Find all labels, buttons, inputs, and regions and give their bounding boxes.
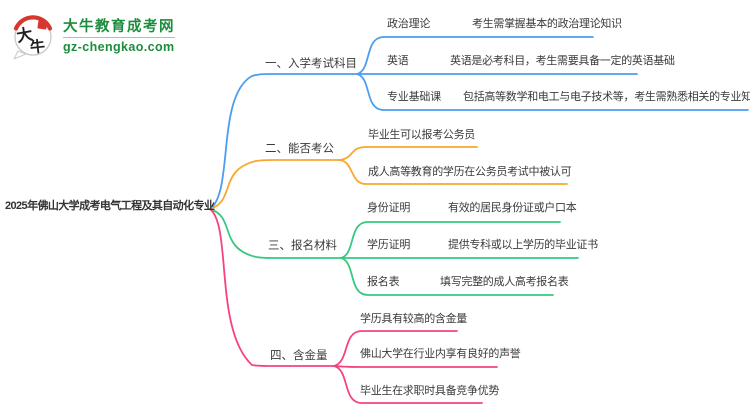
branch-2-child-2-desc: 成人高等教育的学历在公务员考试中被认可 (368, 166, 572, 178)
logo-bubble-tail (13, 50, 28, 59)
site-logo[interactable]: 大 牛 大牛教育成考网 gz-chengkao.com (10, 12, 175, 59)
branch-4-line-child-3 (333, 365, 483, 404)
logo-char-2: 牛 (29, 37, 46, 56)
branch-4-child-3-desc: 毕业生在求职时具备竞争优势 (360, 385, 500, 397)
branch-3-child-1-label: 身份证明 (367, 202, 411, 214)
branch-4-child-1-desc: 学历具有较高的含金量 (360, 313, 467, 325)
branch-4-line-child-2 (333, 365, 498, 368)
branch-2-line-main (209, 159, 341, 210)
branch-1-child-2-label: 英语 (387, 55, 409, 67)
branch-2-line-child-2 (339, 159, 568, 185)
branch-3-child-2-desc: 提供专科或以上学历的毕业证书 (448, 239, 598, 251)
branch-1-line-main (209, 73, 358, 210)
branch-4-child-2-desc: 佛山大学在行业内享有良好的声誉 (360, 348, 521, 360)
root-topic: 2025年佛山大学成考电气工程及其自动化专业 (5, 200, 215, 212)
branch-1-child-1-desc: 考生需掌握基本的政治理论知识 (472, 18, 622, 30)
branch-1-child-3-desc: 包括高等数学和电工与电子技术等，考生需熟悉相关的专业知识 (463, 91, 750, 103)
branch-2-child-1-desc: 毕业生可以报考公务员 (368, 129, 475, 141)
logo-red-arc (13, 15, 53, 31)
logo-char-1: 大 (15, 24, 34, 45)
branch-1-label: 一、入学考试科目 (265, 58, 357, 70)
branch-1-line-child-3 (356, 73, 749, 111)
logo-seal (37, 19, 48, 30)
branch-3-label: 三、报名材料 (268, 240, 337, 252)
branch-3-child-1-desc: 有效的居民身份证或户口本 (448, 202, 577, 214)
logo-site-name: 大牛教育成考网 (63, 18, 175, 35)
branch-1-child-3-label: 专业基础课 (387, 91, 441, 103)
branch-3-line-child-1 (340, 221, 561, 259)
logo-domain: gz-chengkao.com (63, 36, 175, 54)
branch-4-line-main (209, 208, 335, 367)
branch-4-label: 四、含金量 (270, 350, 328, 362)
branch-3-line-child-3 (340, 257, 554, 296)
branch-3-line-main (209, 208, 342, 259)
branch-1-line-child-1 (356, 36, 594, 75)
daniu-logo-icon: 大 牛 (13, 15, 53, 59)
branch-3-child-2-label: 学历证明 (367, 239, 411, 251)
branch-4-line-child-1 (333, 330, 458, 367)
branch-2-label: 二、能否考公 (265, 143, 334, 155)
branch-3-child-3-label: 报名表 (367, 276, 400, 288)
branch-1-child-1-label: 政治理论 (387, 18, 431, 30)
branch-1-child-2-desc: 英语是必考科目，考生需要具备一定的英语基础 (450, 55, 675, 67)
branch-2-line-child-1 (339, 146, 478, 161)
branch-3-child-3-desc: 填写完整的成人高考报名表 (440, 276, 569, 288)
